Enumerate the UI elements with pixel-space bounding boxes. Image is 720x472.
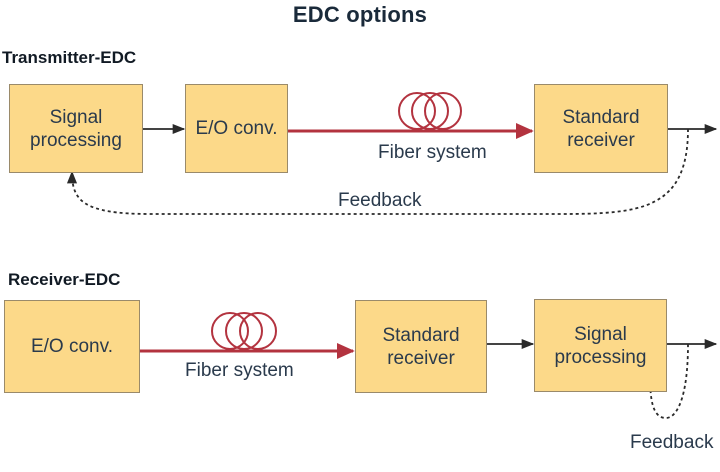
feedback-loop-bottom — [644, 343, 689, 419]
box-standard-receiver: Standard receiver — [534, 84, 668, 173]
box-standard-receiver: Standard receiver — [355, 300, 487, 393]
feedback-caption: Feedback — [338, 190, 422, 211]
section-label-receiver: Receiver-EDC — [8, 270, 121, 289]
box-eo-conv: E/O conv. — [4, 300, 140, 393]
section-label-transmitter: Transmitter-EDC — [2, 48, 137, 67]
box-signal-processing: Signal processing — [534, 299, 667, 392]
box-eo-conv: E/O conv. — [185, 84, 288, 173]
fiber-system-caption: Fiber system — [378, 142, 487, 163]
fiber-system-caption: Fiber system — [185, 360, 294, 381]
fiber-coil-icon — [211, 312, 277, 350]
fiber-coil-icon — [398, 92, 462, 130]
diagram-title: EDC options — [292, 2, 428, 27]
box-signal-processing: Signal processing — [9, 84, 143, 173]
feedback-caption: Feedback — [630, 432, 714, 453]
